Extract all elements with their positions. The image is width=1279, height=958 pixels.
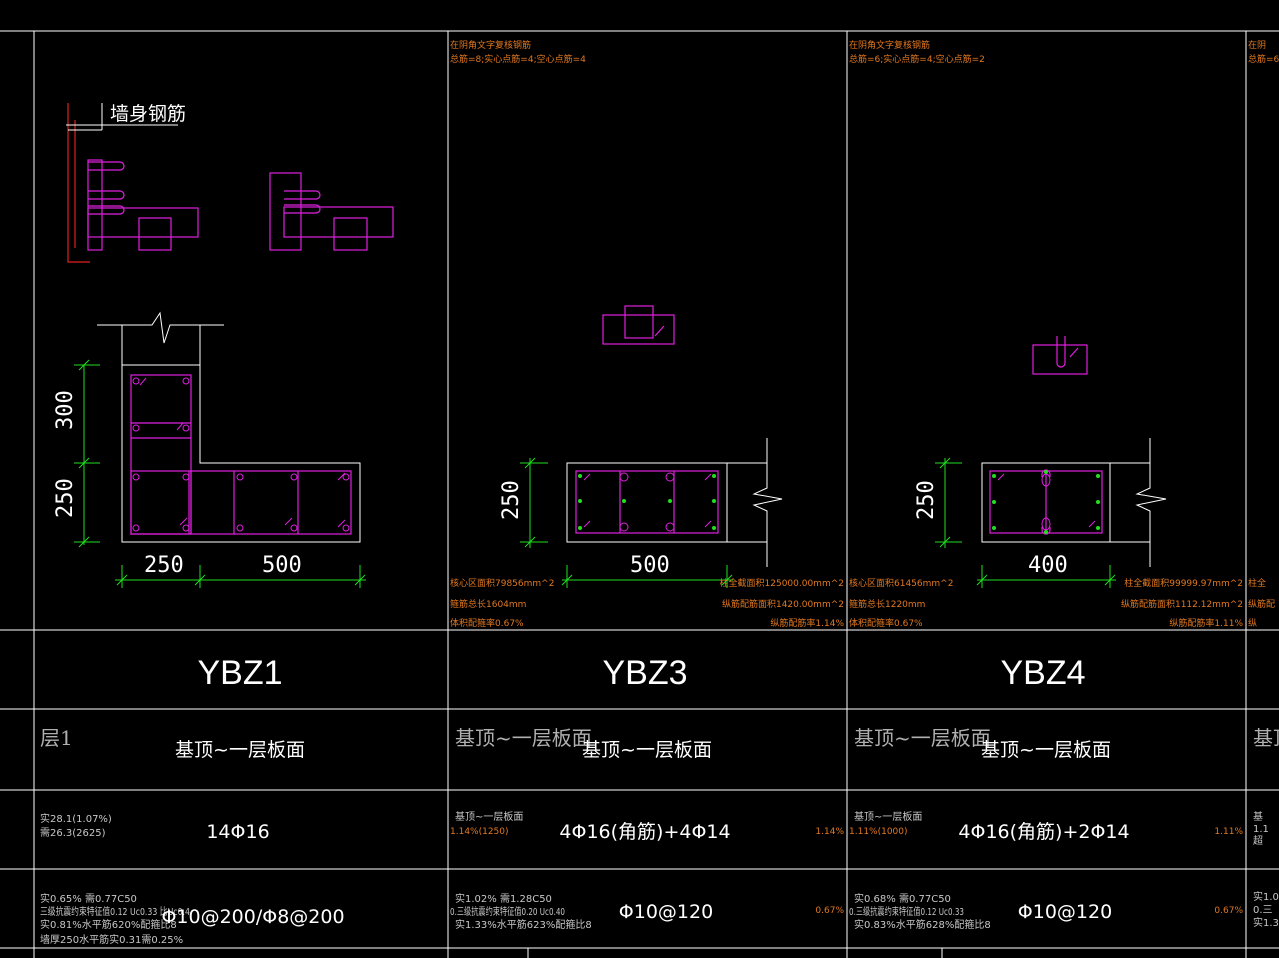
ybz1-name: YBZ1 bbox=[197, 654, 282, 692]
ybz4-rebar-pct: 1.11% bbox=[1214, 827, 1243, 837]
ybz3-rebar-area: 纵筋配筋面积1420.00mm^2 bbox=[722, 598, 844, 610]
ybz1-elevation: 基顶~一层板面 bbox=[175, 739, 305, 761]
ybz5-partial-section: 在阴 总筋=6; 柱全 纵筋配 纵 基顶 基 1.1 超 实1.0 0.三 实1… bbox=[1248, 39, 1279, 929]
wall-rebar-label: 墙身钢筋 bbox=[110, 103, 186, 125]
ybz5-stirrup-note-1: 实1.0 bbox=[1253, 890, 1279, 903]
ybz4-stirrup-length: 箍筋总长1220mm bbox=[849, 598, 925, 610]
ybz3-top-note-2: 总筋=8;实心点筋=4;空心点筋=4 bbox=[450, 53, 586, 65]
ybz4-total-area: 柱全截面积99999.97mm^2 bbox=[1124, 577, 1243, 589]
ybz3-stirrup-note-1: 实1.02% 需1.28C50 bbox=[455, 892, 552, 905]
ybz3-top-note-1: 在阴角文字复核钢筋 bbox=[450, 39, 531, 51]
ybz1-section: 300 250 250 500 bbox=[53, 311, 366, 588]
ybz3-total-area: 柱全截面积125000.00mm^2 bbox=[720, 577, 844, 589]
ybz5-core-area: 柱全 bbox=[1248, 577, 1266, 589]
ybz4-stirrup-note-1: 实0.68% 需0.77C50 bbox=[854, 892, 951, 905]
ybz3-dim-500: 500 bbox=[630, 553, 670, 578]
ybz3-name: YBZ3 bbox=[602, 654, 687, 692]
ybz4-longitudinal: 4Φ16(角筋)+2Φ14 bbox=[958, 821, 1129, 843]
ybz1-rebar-note-2: 需26.3(2625) bbox=[40, 827, 106, 839]
ybz4-rebar-note-2: 1.11%(1000) bbox=[849, 827, 908, 837]
ybz5-rebar-note-3: 超 bbox=[1253, 834, 1263, 847]
ybz5-top-note-1: 在阴 bbox=[1248, 39, 1266, 51]
ybz3-stirrup-note-2: 0.三级抗震约束特征值0.20 Uc0.40 bbox=[450, 905, 565, 918]
ybz1-stirrup-note-1: 实0.65% 需0.77C50 bbox=[40, 892, 137, 905]
ybz3-stirrup-pct: 0.67% bbox=[815, 906, 844, 916]
ybz1-wall-rebar-sketch: 墙身钢筋 bbox=[66, 103, 394, 263]
ybz1-stirrup-note-4: 墙厚250水平筋实0.31需0.25% bbox=[40, 933, 183, 946]
table-names: YBZ1 YBZ3 YBZ4 bbox=[197, 654, 1085, 692]
ybz3-longitudinal: 4Φ16(角筋)+4Φ14 bbox=[559, 821, 730, 843]
ybz3-stirrup-ratio: 体积配箍率0.67% bbox=[450, 617, 524, 629]
ybz5-rebar-ratio: 纵 bbox=[1248, 618, 1257, 629]
ybz3-rebar-ratio: 纵筋配筋率1.14% bbox=[770, 617, 844, 629]
ybz5-rebar-note-2: 1.1 bbox=[1253, 824, 1269, 835]
ybz4-section: 在阴角文字复核钢筋 总筋=6;实心点筋=4;空心点筋=2 bbox=[849, 39, 1243, 629]
ybz4-core-area: 核心区面积61456mm^2 bbox=[849, 577, 953, 589]
ybz3-dim-250: 250 bbox=[499, 480, 524, 520]
ybz4-rebar-area: 纵筋配筋面积1112.12mm^2 bbox=[1121, 598, 1243, 610]
ybz4-stirrup: Φ10@120 bbox=[1018, 901, 1112, 923]
ybz4-rebar-ratio: 纵筋配筋率1.11% bbox=[1169, 617, 1243, 629]
table-longitudinal-row: 实28.1(1.07%) 需26.3(2625) 14Φ16 基顶~一层板面 1… bbox=[40, 810, 1243, 843]
ybz3-stirrup: Φ10@120 bbox=[619, 901, 713, 923]
ybz4-name: YBZ4 bbox=[1000, 654, 1085, 692]
ybz5-top-note-2: 总筋=6; bbox=[1248, 53, 1279, 65]
ybz3-elevation-left: 基顶~一层板面 bbox=[455, 726, 592, 750]
ybz4-top-note-2: 总筋=6;实心点筋=4;空心点筋=2 bbox=[849, 53, 985, 65]
ybz1-rebar-note-1: 实28.1(1.07%) bbox=[40, 812, 112, 825]
ybz1-elevation-left: 层1 bbox=[40, 726, 73, 750]
ybz5-elevation-left: 基顶 bbox=[1253, 726, 1279, 750]
ybz5-rebar-area: 纵筋配 bbox=[1248, 598, 1275, 610]
ybz5-stirrup-note-3: 实1.3 bbox=[1253, 916, 1279, 929]
dim-300: 300 bbox=[53, 390, 78, 430]
ybz3-core-area: 核心区面积79856mm^2 bbox=[450, 577, 554, 589]
ybz4-top-note-1: 在阴角文字复核钢筋 bbox=[849, 39, 930, 51]
ybz4-stirrup-pct: 0.67% bbox=[1214, 906, 1243, 916]
ybz4-stirrup-note-2: 0.三级抗震约束特征值0.12 Uc0.33 bbox=[849, 905, 964, 918]
ybz3-section: 在阴角文字复核钢筋 总筋=8;实心点筋=4;空心点筋=4 bbox=[450, 39, 844, 629]
ybz4-stirrup-note-3: 实0.83%水平筋628%配箍比8 bbox=[854, 918, 991, 931]
ybz3-rebar-note-2: 1.14%(1250) bbox=[450, 827, 509, 837]
ybz1-stirrup: Φ10@200/Φ8@200 bbox=[161, 906, 344, 928]
ybz4-dim-250: 250 bbox=[914, 480, 939, 520]
ybz4-dim-400: 400 bbox=[1028, 553, 1068, 578]
ybz1-stirrup-note-2: 三级抗震约束特征值0.12 Uc0.33 比Uc0.4 bbox=[40, 905, 190, 918]
dim-250-vertical: 250 bbox=[53, 478, 78, 518]
ybz5-rebar-note-1: 基 bbox=[1253, 810, 1263, 823]
ybz4-rebar-note-1: 基顶~一层板面 bbox=[854, 810, 922, 823]
ybz4-elevation: 基顶~一层板面 bbox=[981, 739, 1111, 761]
ybz3-elevation: 基顶~一层板面 bbox=[582, 739, 712, 761]
table-elevation-row: 层1 基顶~一层板面 基顶~一层板面 基顶~一层板面 基顶~一层板面 基顶~一层… bbox=[40, 726, 1111, 761]
ybz4-stirrup-ratio: 体积配箍率0.67% bbox=[849, 617, 923, 629]
ybz3-stirrup-note-3: 实1.33%水平筋623%配箍比8 bbox=[455, 918, 592, 931]
ybz3-rebar-note-1: 基顶~一层板面 bbox=[455, 810, 523, 823]
ybz1-stirrup-note-3: 实0.81%水平筋620%配箍比8 bbox=[40, 918, 177, 931]
ybz3-stirrup-length: 箍筋总长1604mm bbox=[450, 598, 526, 610]
dim-250-horizontal: 250 bbox=[144, 553, 184, 578]
table-grid bbox=[0, 30, 1279, 958]
dim-500: 500 bbox=[262, 553, 302, 578]
ybz5-stirrup-note-2: 0.三 bbox=[1253, 905, 1273, 916]
ybz3-rebar-pct: 1.14% bbox=[815, 827, 844, 837]
table-stirrup-row: 实0.65% 需0.77C50 三级抗震约束特征值0.12 Uc0.33 比Uc… bbox=[40, 892, 1243, 946]
ybz4-elevation-left: 基顶~一层板面 bbox=[854, 726, 991, 750]
ybz1-longitudinal: 14Φ16 bbox=[206, 821, 269, 843]
